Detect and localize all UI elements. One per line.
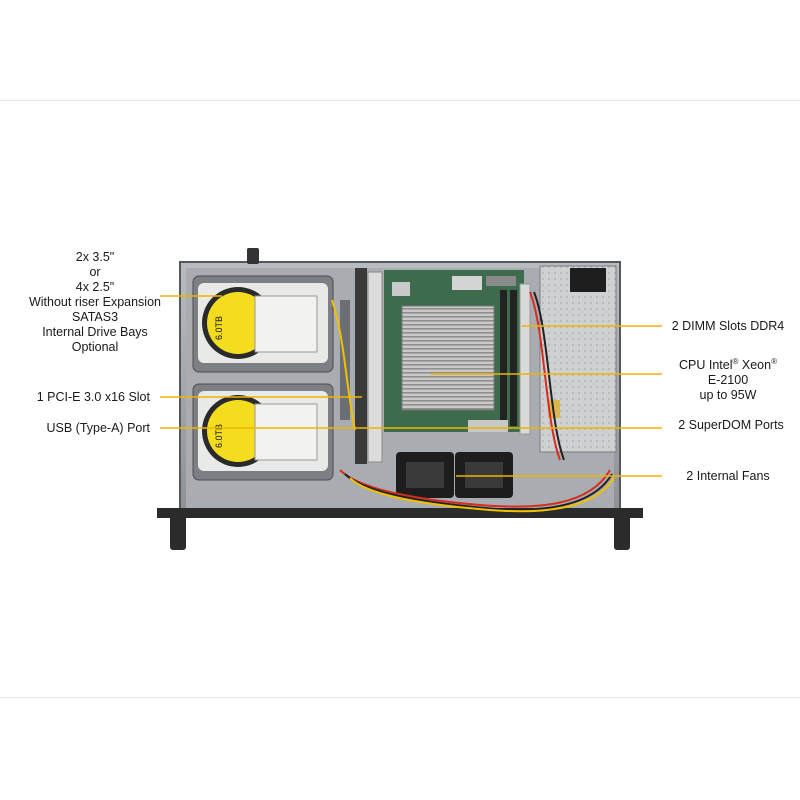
label-drive-bays: 2x 3.5" or 4x 2.5" Without riser Expansi…: [20, 250, 170, 355]
label-dimm-slots: 2 DIMM Slots DDR4: [671, 319, 785, 333]
label-superdom: 2 SuperDOM Ports: [678, 418, 784, 432]
cpu-line-1: CPU Intel® Xeon®: [679, 356, 777, 372]
cables: [331, 291, 615, 513]
power-supply: [539, 265, 617, 453]
hard-drive-bottom: [192, 383, 334, 481]
image-frame: [0, 100, 800, 698]
drive-bays-line-6: Internal Drive Bays: [42, 325, 148, 339]
hard-drive-top: [192, 275, 334, 373]
drive-bays-line-2: or: [89, 265, 101, 279]
left-rack-ear: [170, 514, 186, 550]
drive-bays-line-4: Without riser Expansion: [28, 295, 161, 309]
label-usb-port: USB (Type-A) Port: [46, 421, 151, 435]
drive-bays-line-1: 2x 3.5": [75, 250, 115, 264]
drive-bottom-capacity-label: 6.0TB: [214, 424, 224, 448]
drive-bays-line-5: SATAS3: [71, 310, 119, 324]
drive-top-capacity-label: 6.0TB: [214, 316, 224, 340]
internal-fans: [396, 452, 513, 498]
cpu-heatsink: [401, 305, 495, 411]
label-fans: 2 Internal Fans: [686, 469, 770, 483]
callout-lines: [160, 295, 662, 477]
drive-bays-line-3: 4x 2.5": [75, 280, 115, 294]
label-cpu: CPU Intel® Xeon® E-2100 up to 95W: [666, 356, 790, 403]
superdom-ports: [468, 420, 508, 432]
drive-bays-line-7: Optional: [71, 340, 119, 354]
dimm-slots: [500, 283, 531, 435]
right-rack-ear: [614, 514, 630, 550]
cpu-line-3: up to 95W: [699, 388, 757, 402]
cpu-line-2: E-2100: [707, 373, 749, 387]
label-pcie-slot: 1 PCI-E 3.0 x16 Slot: [36, 390, 150, 404]
